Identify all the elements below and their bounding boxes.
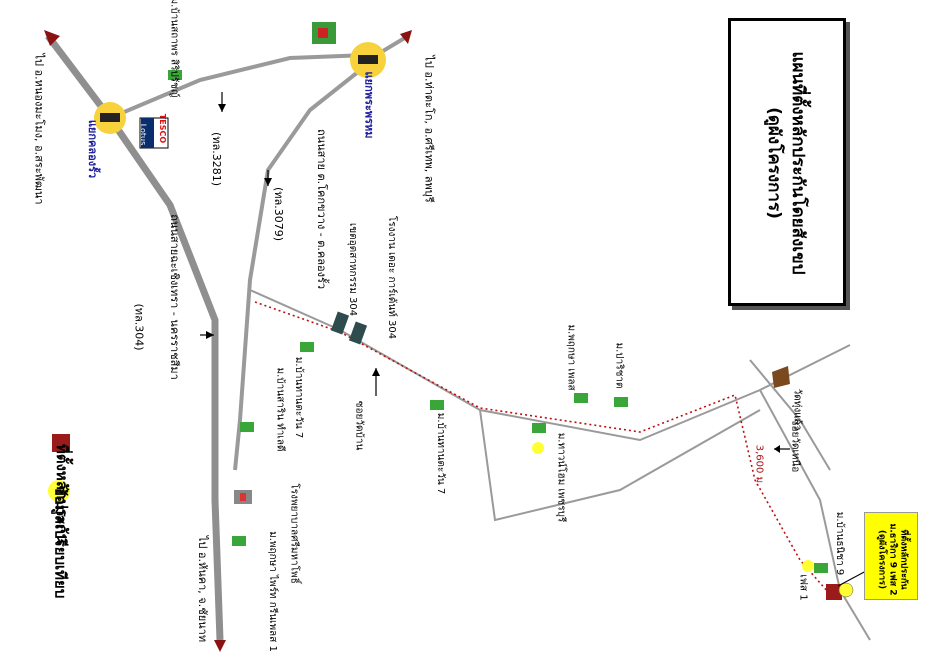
callout-label: ที่ตั้งหลักประกัน [898,529,909,590]
label-phase: เฟส 1 [797,574,809,601]
label-village-prachuap: ม.ปาริชาต [613,342,625,389]
label-soi-mai: ซอยวัดเหนือ [789,418,801,473]
title-box: แผนที่ตั้งหลักประกันโดยสังเขป (ดูผังโครง… [728,18,846,306]
label-route-3079: (ทล.3079) [272,186,286,242]
label-hospital: โรงพยาบาลศรีมหาโพธิ์ [288,483,300,584]
callout-line-3: (ดูผังโครงการ) [876,529,887,590]
label-village-ornsiri: ม.บ้านสาริน ทำเลดี [274,367,286,452]
route-path [254,301,829,593]
label-plant-304b: เขตอุตสาหกรรม 304 [347,222,359,317]
label-junction-khlong-rua: แยกคลองรั้ว [86,119,100,179]
label-village-sathaporn: ม.บ้านสถาพร สิริปรัชญ์ [168,0,180,98]
label-village-ban-thong-2: ม.บ้านทานตะวัน 7 [435,412,447,495]
arrow-head-nong-mamong [44,30,60,46]
map-title: แผนที่ตั้งหลักประกันโดยสังเขป (ดูผังโครง… [762,28,810,298]
label-road-khok-khwang: ถนนสาย ต.โคกขวาง - ต.คลองรั้ว [315,128,329,290]
label-road-chachoengsao: ถนนสายฉะเชิงเทรา - นครราชสีมา [167,214,181,380]
label-village-baan-ua: ม.บ้านธนิชา 9 [834,511,846,576]
label-to-lopburi: ไป อ.ท่าตะโก, อ.ศรีเทพ, ลพบุรี [422,55,436,203]
road-3079 [233,62,370,471]
road-local-2 [479,409,761,522]
road-soi-2 [749,359,831,471]
label-to-nong-mamong: ไป อ.หนองมะโมง, อ.สระพัฒนา [32,53,46,205]
title-line-2: (ดูผังโครงการ) [764,107,784,219]
label-lotus: Lotus [138,123,148,146]
label-plant-304: โรงงาน เดอะ การ์เด้นท์ 304 [386,215,398,340]
legend-reference-label: ข้อมูลเปรียบเทียบ [51,485,70,599]
road-3281 [109,53,369,120]
label-village-ban-thong: ม.บ้านทานตะวัน 7 [293,356,305,439]
label-route-3281: (ทล.3281) [210,131,224,187]
factory-icon-2 [348,321,368,345]
label-village-pruksa: ม.พฤกษา เพลส [565,324,577,391]
road-highway-304 [45,33,224,641]
label-to-sing-buri: ไป อ.หันคา, จ.ชัยนาท [196,535,210,643]
temple-icon [772,366,790,388]
label-village-pruksa-2: ม.พฤกษา ไพร์ท กรีนเพลส 1 [266,531,278,652]
callout-text: ที่ตั้งหลักประกัน ม.ธาริกา 9 เฟส 2 (ดูผั… [876,513,909,607]
collateral-callout: ที่ตั้งหลักประกัน ม.ธาริกา 9 เฟส 2 (ดูผั… [864,512,918,600]
collateral-marker [826,584,842,600]
legend-reference-swatch [48,480,70,502]
arrow-head-sing-buri [214,640,226,652]
title-line-1: แผนที่ตั้งหลักประกันโดยสังเขป [788,51,808,275]
callout-line-2: ม.ธาริกา 9 เฟส 2 [887,523,898,596]
road-soi [759,389,871,641]
label-soi-wat: ซอยวัดบ้าน [353,400,365,451]
label-route-304: (ทล.304) [132,303,146,351]
arrow-head-lopburi [400,30,412,44]
label-junction-khok-khwang: แยกพระพรหม [362,71,376,139]
label-village-phet: ม.ทาวน์โฮม เพชรบุรี [555,432,567,523]
label-distance: 3,600 ม. [753,444,765,487]
factory-icon [330,311,350,335]
legend-collateral-swatch [52,434,70,452]
label-tesco: TESCO [158,113,168,144]
